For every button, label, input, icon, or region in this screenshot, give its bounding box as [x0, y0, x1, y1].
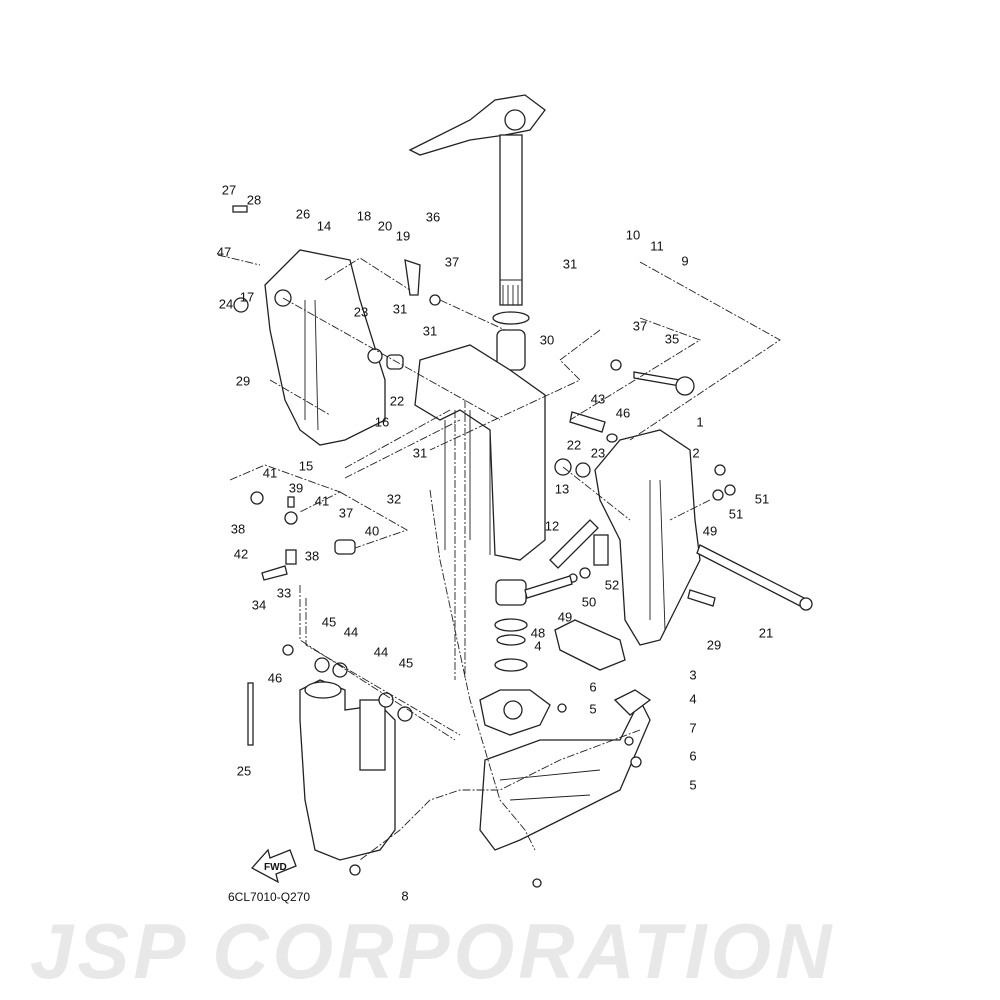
part-number-label: 31	[413, 445, 427, 460]
part-number-label: 38	[231, 521, 245, 536]
part-number-label: 38	[305, 548, 319, 563]
part-number-label: 45	[322, 614, 336, 629]
part-number-label: 23	[591, 445, 605, 460]
part-number-label: 2	[692, 445, 699, 460]
part-number-label: 34	[252, 597, 266, 612]
part-number-label: 7	[689, 720, 696, 735]
lower-mount-housing	[479, 698, 651, 851]
part-number-label: 6	[689, 748, 696, 763]
part-number-label: 5	[689, 777, 696, 792]
part-number-label: 24	[219, 296, 233, 311]
part-number-label: 50	[582, 594, 596, 609]
part-number-label: 25	[237, 763, 251, 778]
part-number-label: 11	[650, 238, 664, 253]
part-number-label: 46	[616, 405, 630, 420]
clamp-bracket-starboard	[594, 429, 701, 646]
watermark: JSP CORPORATION	[30, 907, 835, 995]
part-number-label: 43	[591, 391, 605, 406]
part-number-label: 5	[589, 701, 596, 716]
part-number-label: 46	[268, 670, 282, 685]
part-number-label: 33	[277, 585, 291, 600]
part-number-label: 3	[689, 667, 696, 682]
part-number-label: 39	[289, 480, 303, 495]
mount-lower	[613, 689, 652, 716]
part-number-label: 45	[399, 655, 413, 670]
part-number-label: 49	[703, 523, 717, 538]
clamp-bracket-port	[264, 249, 386, 446]
part-number-label: 8	[401, 888, 408, 903]
part-number-label: 13	[555, 481, 569, 496]
small-parts	[232, 205, 736, 888]
part-number-label: 49	[558, 609, 572, 624]
part-number-label: 19	[396, 228, 410, 243]
center-bushings	[479, 579, 551, 736]
part-number-label: 32	[387, 491, 401, 506]
steering-shaft	[408, 94, 546, 371]
part-number-label: 47	[217, 244, 231, 259]
part-number-label: 9	[681, 253, 688, 268]
part-number-label: 21	[759, 625, 773, 640]
part-number-label: 29	[236, 373, 250, 388]
part-number-label: 17	[240, 289, 254, 304]
part-number-label: 22	[567, 437, 581, 452]
part-number-label: 41	[263, 465, 277, 480]
part-number-label: 35	[665, 331, 679, 346]
part-number-label: 29	[707, 637, 721, 652]
part-number-label: 27	[222, 182, 236, 197]
diagram-code: 6CL7010-Q270	[228, 890, 310, 904]
part-number-label: 1	[696, 414, 703, 429]
part-number-label: 40	[365, 523, 379, 538]
fwd-arrow: FWD	[250, 848, 297, 884]
part-number-label: 37	[445, 254, 459, 269]
part-number-label: 28	[247, 192, 261, 207]
part-number-label: 18	[357, 208, 371, 223]
part-number-label: 16	[375, 414, 389, 429]
part-number-label: 44	[344, 624, 358, 639]
part-number-label: 48	[531, 625, 545, 640]
part-number-label: 26	[296, 206, 310, 221]
part-number-label: 14	[317, 218, 331, 233]
swivel-bracket	[414, 344, 546, 561]
part-number-label: 51	[729, 506, 743, 521]
part-number-label: 41	[315, 493, 329, 508]
part-number-label: 30	[540, 332, 554, 347]
mount-upper	[554, 619, 626, 671]
part-number-label: 52	[605, 577, 619, 592]
part-number-label: 12	[545, 518, 559, 533]
part-number-label: 31	[423, 323, 437, 338]
part-number-label: 15	[299, 458, 313, 473]
part-number-label: 31	[563, 256, 577, 271]
part-number-label: 4	[534, 638, 541, 653]
fwd-label: FWD	[264, 862, 287, 873]
part-number-label: 6	[589, 679, 596, 694]
assembly-lines	[217, 254, 781, 861]
part-number-label: 37	[633, 318, 647, 333]
part-number-label: 44	[374, 644, 388, 659]
part-number-label: 31	[393, 301, 407, 316]
part-number-label: 37	[339, 505, 353, 520]
part-number-label: 10	[626, 227, 640, 242]
part-number-label: 42	[234, 546, 248, 561]
part-number-label: 4	[689, 691, 696, 706]
part-number-label: 20	[378, 218, 392, 233]
part-number-label: 51	[755, 491, 769, 506]
part-number-label: 23	[354, 304, 368, 319]
part-number-label: 36	[426, 209, 440, 224]
part-number-label: 22	[390, 393, 404, 408]
